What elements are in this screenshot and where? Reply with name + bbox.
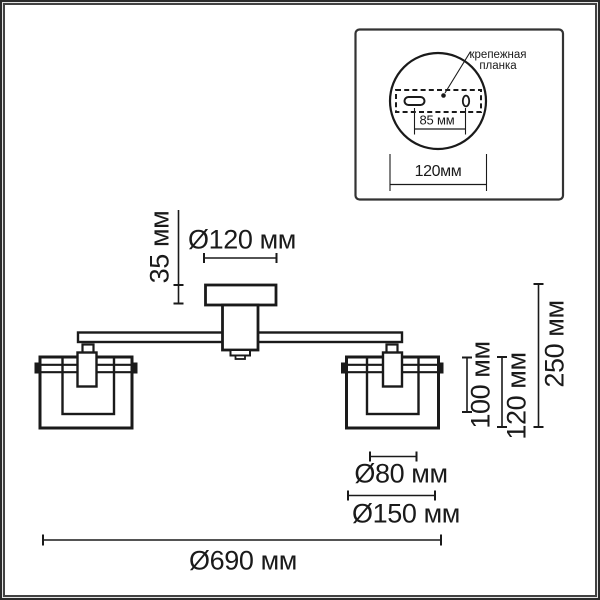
left-shade-left-clip: [34, 362, 41, 374]
right-shade-left-clip: [341, 362, 347, 374]
dim-label-canopy-height: 35 мм: [144, 210, 175, 284]
canopy-stem: [221, 303, 260, 352]
bracket-callout-label-line2: планка: [479, 59, 517, 72]
dim-line-inner-shade-height: [462, 356, 472, 413]
ceiling-canopy: [204, 283, 278, 307]
dim-label-shade-diameter: Ø150 мм: [352, 498, 460, 529]
dim-line-canopy-diameter: [203, 253, 278, 263]
dim-line-inner-shade-diameter: [369, 451, 418, 462]
right-socket: [381, 351, 404, 388]
dim-line-shade-height: [497, 356, 507, 428]
dim-label-shade-height: 120 мм: [501, 352, 532, 440]
mounting-bracket-outline: [395, 89, 482, 113]
mounting-plate-circle: [388, 51, 488, 151]
fixture-drawing: [34, 283, 444, 430]
dim-line-plate-width: [389, 154, 488, 191]
bracket-slot-hole: [403, 96, 426, 106]
dim-label-canopy-diameter: Ø120 мм: [188, 224, 296, 255]
callout-anchor-dot: [441, 93, 446, 98]
dim-label-total-height: 250 мм: [539, 300, 570, 388]
mounting-plate-inset: [354, 28, 565, 201]
dim-line-shade-diameter: [347, 490, 436, 501]
dim-line-total-height: [533, 283, 544, 428]
bracket-screw-hole: [461, 94, 471, 108]
bracket-callout-label-line1: крепежная: [469, 49, 527, 61]
inset-frame: [354, 28, 565, 201]
dim-label-inner-shade-diameter: Ø80 мм: [354, 458, 448, 489]
stem-nub: [234, 354, 246, 360]
dim-label-inner-shade-height: 100 мм: [465, 341, 496, 429]
dim-line-hole-spacing: [413, 108, 467, 135]
left-shade-right-clip: [131, 362, 138, 374]
dim-label-hole-spacing: 85 мм: [419, 112, 455, 127]
dim-label-plate-width: 120мм: [414, 163, 462, 180]
dim-line-canopy-height: [173, 210, 184, 305]
right-shade-right-clip: [437, 362, 444, 374]
dim-line-total-width: [42, 534, 442, 546]
dimension-lines: [42, 210, 544, 546]
left-socket: [76, 351, 98, 388]
callout-leader-line: [444, 51, 471, 94]
dim-label-total-width: Ø690 мм: [189, 545, 297, 576]
